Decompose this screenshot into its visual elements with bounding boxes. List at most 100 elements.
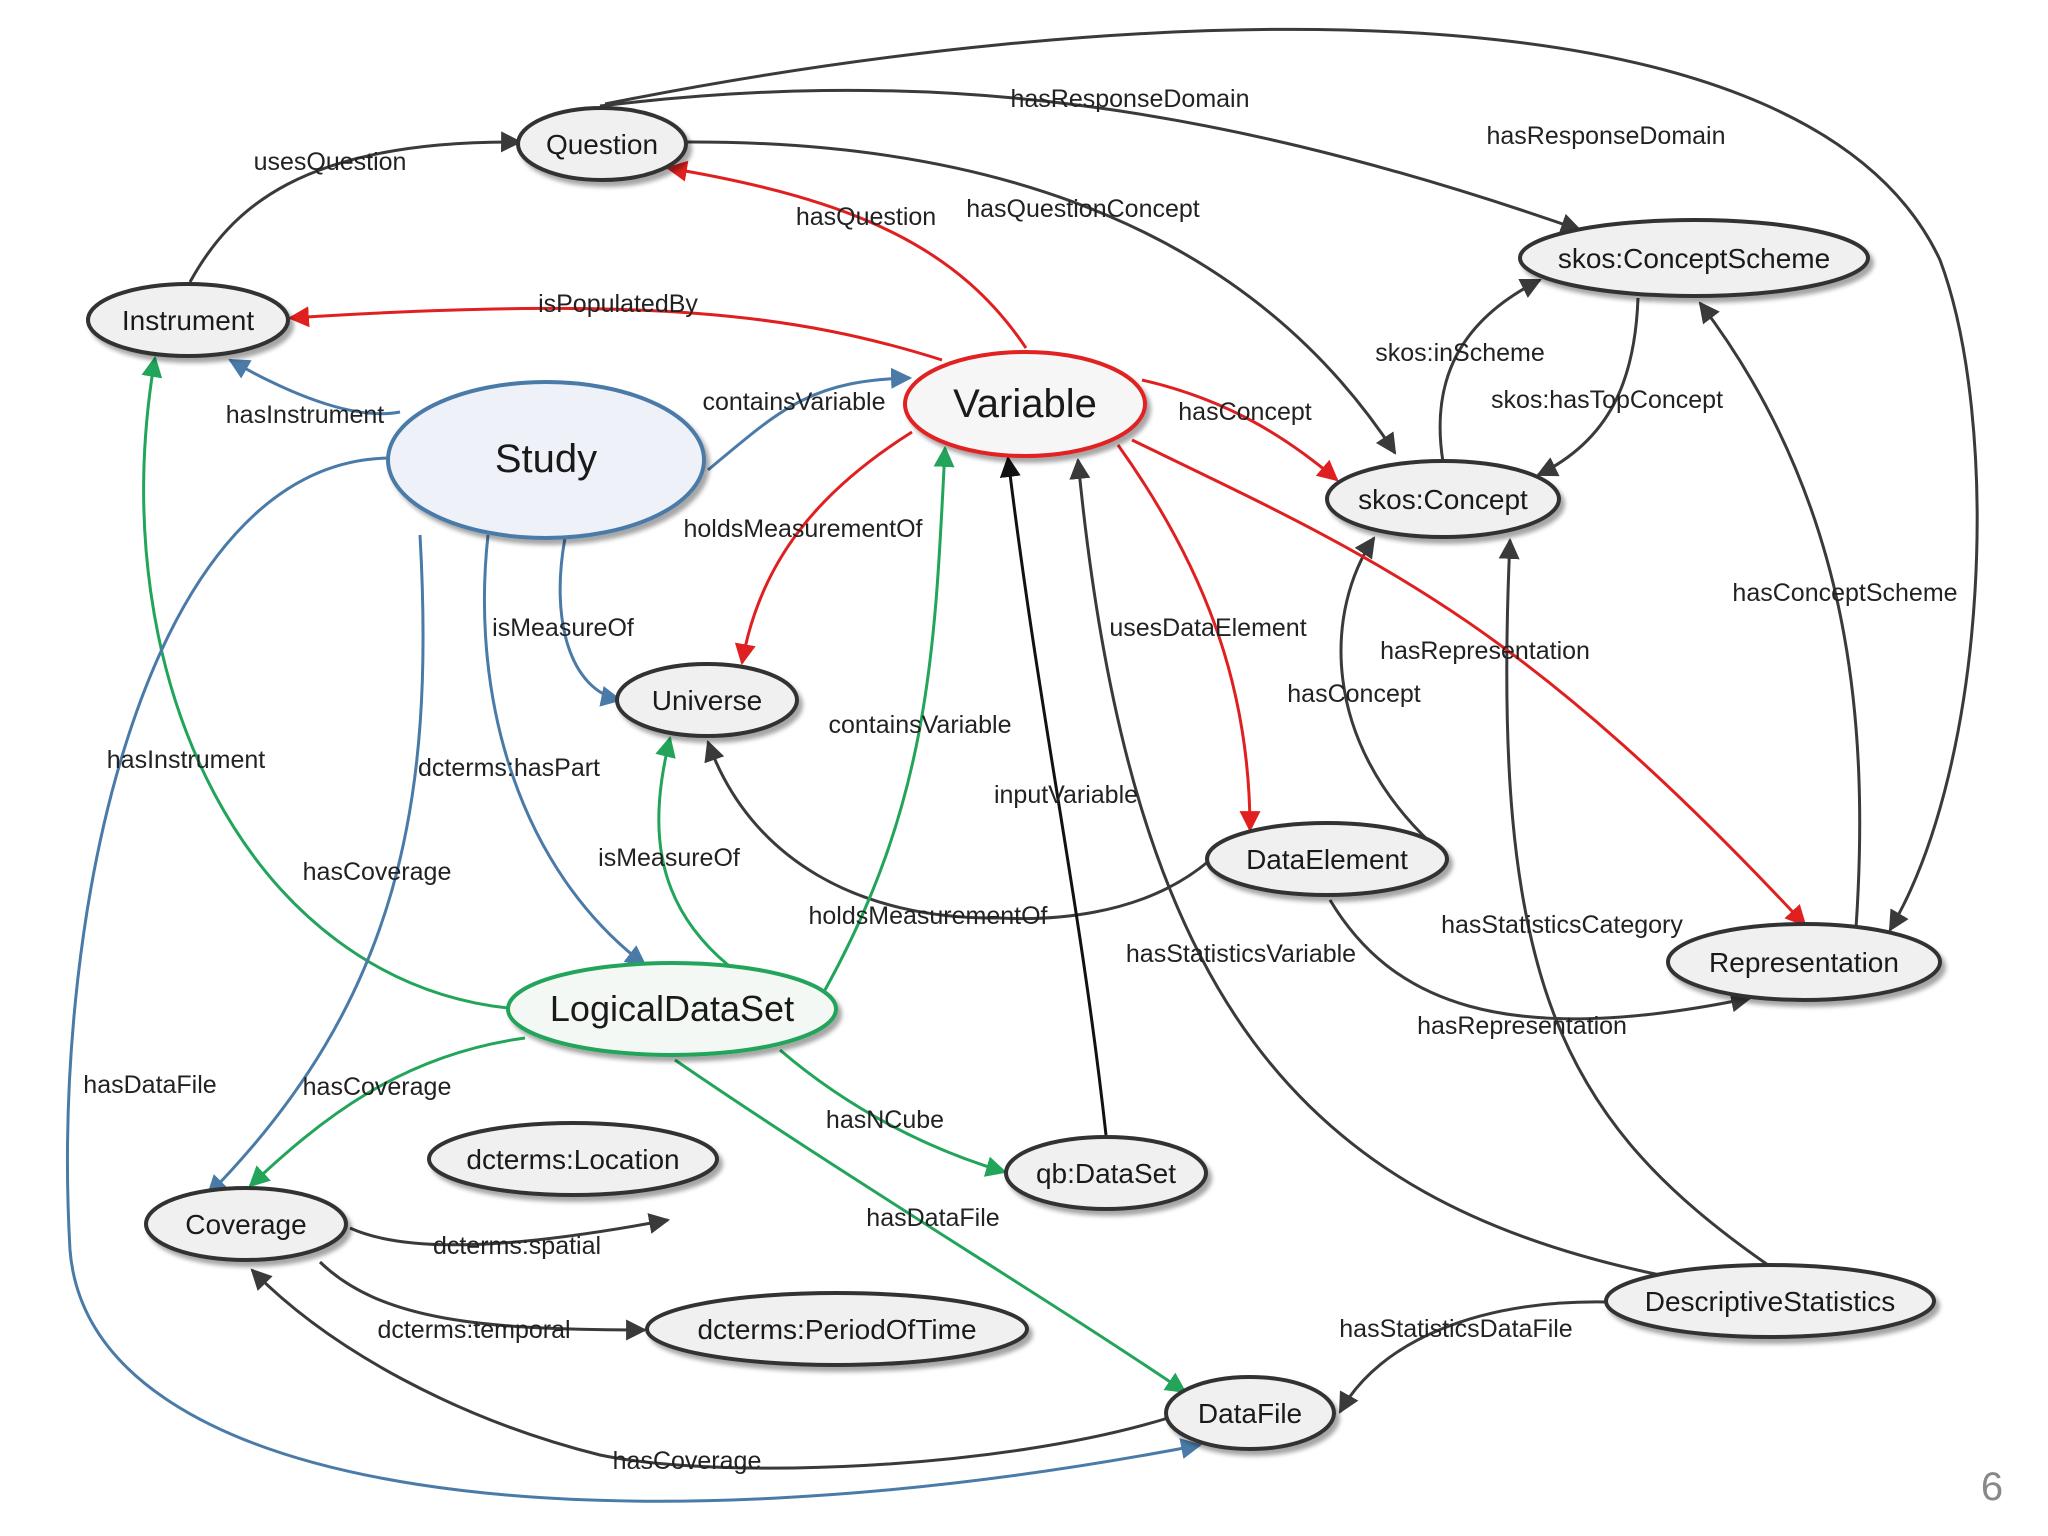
node-coverage-label: Coverage — [185, 1209, 306, 1240]
edge-is-measure-of-1 — [558, 537, 623, 707]
node-dcterms-period-of-time[interactable]: dcterms:PeriodOfTime — [645, 1291, 1029, 1367]
label-has-data-file-1: hasDataFile — [83, 1071, 216, 1099]
node-descriptive-statistics[interactable]: DescriptiveStatistics — [1604, 1263, 1936, 1339]
edge-is-measure-of-2 — [655, 735, 729, 967]
label-has-concept-1: hasConcept — [1178, 398, 1311, 426]
node-data-element[interactable]: DataElement — [1205, 821, 1449, 897]
edge-uses-question — [188, 131, 523, 283]
label-holds-measurement-of-2: holdsMeasurementOf — [808, 902, 1047, 930]
edge-skos-in-scheme — [1438, 278, 1542, 463]
edges-layer — [66, 27, 1979, 1503]
node-variable[interactable]: Variable — [903, 350, 1147, 458]
label-skos-in-scheme: skos:inScheme — [1375, 339, 1545, 367]
label-has-response-domain-1: hasResponseDomain — [1010, 85, 1249, 113]
node-universe-label: Universe — [652, 685, 762, 716]
label-is-populated-by: isPopulatedBy — [538, 290, 698, 318]
node-logical-dataset[interactable]: LogicalDataSet — [506, 961, 838, 1057]
edge-has-concept-2 — [1339, 536, 1435, 847]
edge-labels-layer: usesQuestion hasResponseDomain hasRespon… — [83, 85, 1957, 1475]
edge-has-ncube — [779, 1048, 1008, 1177]
edge-contains-variable-1 — [707, 367, 913, 472]
edge-has-instrument-1 — [228, 358, 401, 416]
label-has-representation-1: hasRepresentation — [1380, 637, 1590, 665]
label-holds-measurement-of-1: holdsMeasurementOf — [683, 515, 922, 543]
label-has-concept-2: hasConcept — [1287, 680, 1420, 708]
edge-has-instrument-2 — [141, 355, 509, 1010]
node-descriptive-statistics-label: DescriptiveStatistics — [1645, 1286, 1896, 1317]
edge-dcterms-spatial — [349, 1213, 671, 1247]
node-instrument-label: Instrument — [122, 305, 254, 336]
edge-holds-measurement-of-2 — [704, 740, 1211, 921]
label-is-measure-of-1: isMeasureOf — [492, 614, 634, 642]
label-has-data-file-2: hasDataFile — [866, 1204, 999, 1232]
label-has-statistics-data-file: hasStatisticsDataFile — [1339, 1315, 1572, 1343]
node-universe[interactable]: Universe — [615, 662, 799, 738]
node-data-file[interactable]: DataFile — [1164, 1375, 1336, 1451]
label-has-instrument-2: hasInstrument — [107, 746, 265, 774]
edge-dcterms-temporal — [318, 1260, 648, 1341]
edge-has-concept-1 — [1141, 378, 1339, 482]
node-study-label: Study — [495, 437, 597, 481]
label-contains-variable-1: containsVariable — [703, 388, 886, 416]
node-representation[interactable]: Representation — [1666, 922, 1942, 1002]
edge-has-response-domain-1 — [599, 88, 1582, 234]
edge-has-statistics-variable — [1069, 457, 1661, 1277]
edge-input-variable — [999, 455, 1108, 1136]
edge-has-statistics-category — [1498, 537, 1769, 1267]
label-has-instrument-1: hasInstrument — [226, 401, 384, 429]
label-has-statistics-variable: hasStatisticsVariable — [1126, 940, 1356, 968]
label-dcterms-has-part: dcterms:hasPart — [418, 754, 600, 782]
node-data-element-label: DataElement — [1246, 844, 1408, 875]
label-has-question-concept: hasQuestionConcept — [966, 195, 1200, 223]
label-has-ncube: hasNCube — [826, 1106, 944, 1134]
label-dcterms-temporal: dcterms:temporal — [377, 1316, 570, 1344]
label-has-coverage-2: hasCoverage — [303, 1073, 452, 1101]
edge-holds-measurement-of-1 — [734, 430, 913, 666]
node-representation-label: Representation — [1709, 947, 1899, 978]
node-data-file-label: DataFile — [1198, 1398, 1302, 1429]
label-has-coverage-1: hasCoverage — [303, 858, 452, 886]
node-skos-concept-scheme[interactable]: skos:ConceptScheme — [1518, 218, 1870, 298]
node-qb-dataset-label: qb:DataSet — [1036, 1158, 1176, 1189]
label-dcterms-spatial: dcterms:spatial — [433, 1232, 601, 1260]
edge-has-representation-2 — [1328, 899, 1753, 1021]
label-skos-has-top-concept: skos:hasTopConcept — [1491, 386, 1723, 414]
label-is-measure-of-2: isMeasureOf — [598, 844, 740, 872]
edge-has-coverage-1 — [206, 534, 425, 1197]
node-logical-dataset-label: LogicalDataSet — [550, 988, 794, 1029]
label-has-statistics-category: hasStatisticsCategory — [1441, 911, 1683, 939]
node-variable-label: Variable — [953, 382, 1097, 426]
edge-has-coverage-3 — [250, 1268, 1169, 1470]
edge-dcterms-has-part — [482, 534, 647, 967]
edge-uses-data-element — [1116, 444, 1261, 833]
label-has-question: hasQuestion — [796, 203, 936, 231]
node-skos-concept-label: skos:Concept — [1358, 484, 1528, 515]
edge-contains-variable-2 — [823, 445, 955, 991]
node-dcterms-period-of-time-label: dcterms:PeriodOfTime — [697, 1314, 976, 1345]
node-skos-concept-scheme-label: skos:ConceptScheme — [1558, 243, 1830, 274]
edge-skos-has-top-concept — [1536, 297, 1640, 477]
label-has-representation-2: hasRepresentation — [1417, 1012, 1627, 1040]
edge-has-data-file-2 — [674, 1058, 1187, 1394]
label-has-response-domain-2: hasResponseDomain — [1486, 122, 1725, 150]
edge-has-data-file-1 — [66, 456, 1203, 1503]
edge-is-populated-by — [287, 306, 943, 362]
node-qb-dataset[interactable]: qb:DataSet — [1004, 1135, 1208, 1211]
node-question[interactable]: Question — [516, 106, 688, 182]
label-uses-question: usesQuestion — [254, 148, 407, 176]
node-coverage[interactable]: Coverage — [144, 1186, 348, 1262]
node-dcterms-location[interactable]: dcterms:Location — [427, 1121, 719, 1197]
label-has-coverage-3: hasCoverage — [613, 1447, 762, 1475]
node-skos-concept[interactable]: skos:Concept — [1325, 459, 1561, 539]
nodes-layer: Question Instrument Study Variable skos:… — [86, 106, 1942, 1451]
node-instrument[interactable]: Instrument — [86, 282, 290, 358]
label-contains-variable-2: containsVariable — [829, 711, 1012, 739]
edge-has-response-domain-2 — [604, 27, 1979, 932]
edge-has-question-concept — [679, 140, 1397, 455]
label-input-variable: inputVariable — [994, 781, 1138, 809]
edge-has-statistics-data-file — [1338, 1300, 1607, 1414]
node-study[interactable]: Study — [386, 380, 706, 540]
label-uses-data-element: usesDataElement — [1109, 614, 1306, 642]
